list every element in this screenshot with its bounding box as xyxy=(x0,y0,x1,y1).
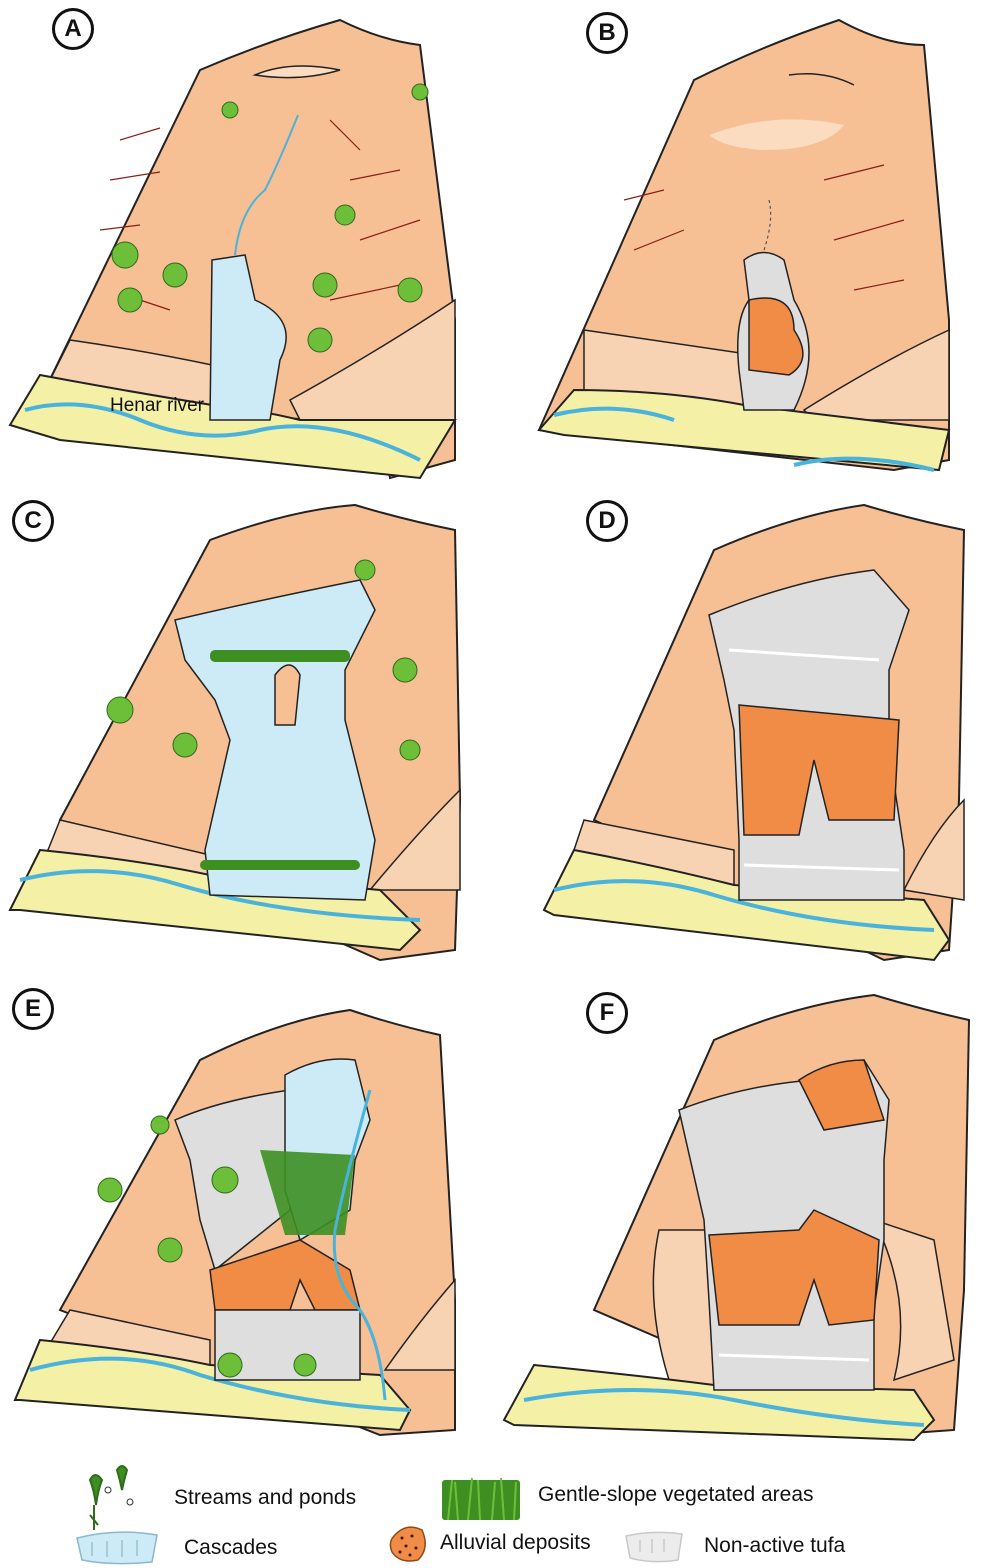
panel-label-a: A xyxy=(52,8,94,50)
panel-e: E xyxy=(0,980,494,1450)
legend-vegetated-label: Gentle-slope vegetated areas xyxy=(538,1483,814,1507)
legend-cascades-label: Cascades xyxy=(184,1536,277,1560)
panel-b: B xyxy=(494,0,988,490)
legend-vegetated: Gentle-slope vegetated areas xyxy=(440,1465,814,1525)
panel-label-e: E xyxy=(12,988,54,1030)
panel-e-block xyxy=(0,980,494,1450)
panel-d: D xyxy=(494,490,988,980)
panel-a: A Henar river xyxy=(0,0,494,490)
nonactive-tufa-icon xyxy=(622,1528,688,1564)
cascades-icon xyxy=(72,1530,162,1566)
legend-nonactive-label: Non-active tufa xyxy=(704,1534,845,1558)
streams-icon xyxy=(72,1460,142,1535)
panel-label-b: B xyxy=(586,12,628,54)
river-label: Henar river xyxy=(110,395,204,417)
panel-label-f: F xyxy=(586,992,628,1034)
legend-streams-label: Streams and ponds xyxy=(174,1486,356,1510)
vegetated-icon xyxy=(440,1465,522,1525)
panel-f: F xyxy=(494,980,988,1450)
legend-streams: Streams and ponds xyxy=(72,1460,356,1535)
legend-cascades: Cascades xyxy=(72,1530,277,1566)
panel-c: C xyxy=(0,490,494,980)
legend-alluvial-label: Alluvial deposits xyxy=(440,1531,591,1555)
panel-d-block xyxy=(494,490,988,980)
panel-c-block xyxy=(0,490,494,980)
panel-label-c: C xyxy=(12,500,54,542)
panel-b-block xyxy=(494,0,988,490)
legend-alluvial: Alluvial deposits xyxy=(386,1522,591,1564)
alluvial-icon xyxy=(386,1522,430,1564)
panel-a-block xyxy=(0,0,494,490)
panel-label-d: D xyxy=(586,500,628,542)
panel-f-block xyxy=(494,980,988,1450)
legend-nonactive: Non-active tufa xyxy=(622,1528,845,1564)
